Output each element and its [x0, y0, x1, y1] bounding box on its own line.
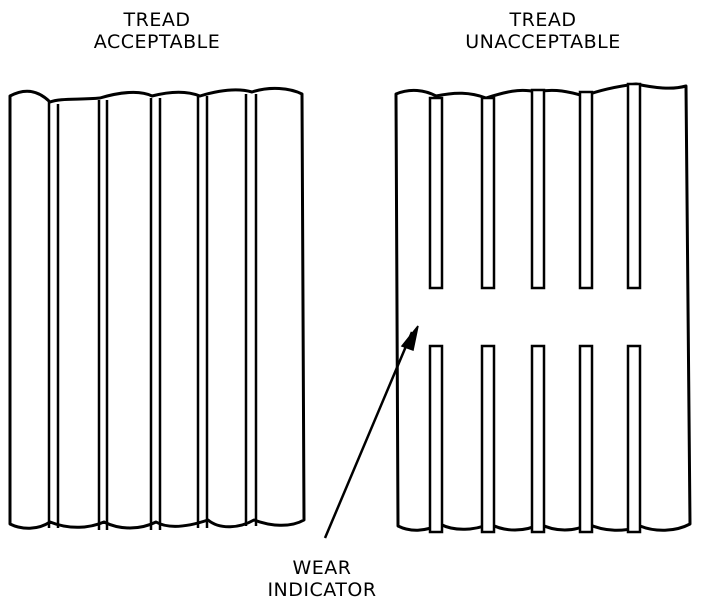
left-title-line2: ACCEPTABLE: [94, 31, 220, 53]
right-upper-slot-3: [530, 88, 546, 290]
right-upper-slot-1: [428, 96, 444, 290]
right-lower-slot-3: [530, 344, 546, 534]
right-upper-slot-4: [578, 90, 594, 290]
wear-indicator-arrow: [323, 325, 419, 539]
left-tread-outline: [8, 86, 306, 530]
right-lower-slot-4: [578, 344, 594, 534]
tread-acceptable: [8, 86, 306, 530]
wear-indicator-label-line2: INDICATOR: [267, 579, 376, 601]
arrow-head: [400, 325, 419, 352]
wear-indicator-label-line1: WEAR: [293, 557, 352, 579]
right-lower-slot-2: [480, 344, 496, 534]
arrow-shaft: [323, 331, 414, 539]
right-title-line2: UNACCEPTABLE: [465, 31, 621, 53]
right-lower-slot-5: [626, 344, 642, 534]
right-upper-slot-5: [626, 82, 642, 290]
right-upper-slot-2: [480, 96, 496, 290]
tread-unacceptable: [394, 82, 692, 534]
left-title-line1: TREAD: [123, 9, 191, 31]
right-title-line1: TREAD: [509, 9, 577, 31]
right-lower-slot-1: [428, 344, 444, 534]
